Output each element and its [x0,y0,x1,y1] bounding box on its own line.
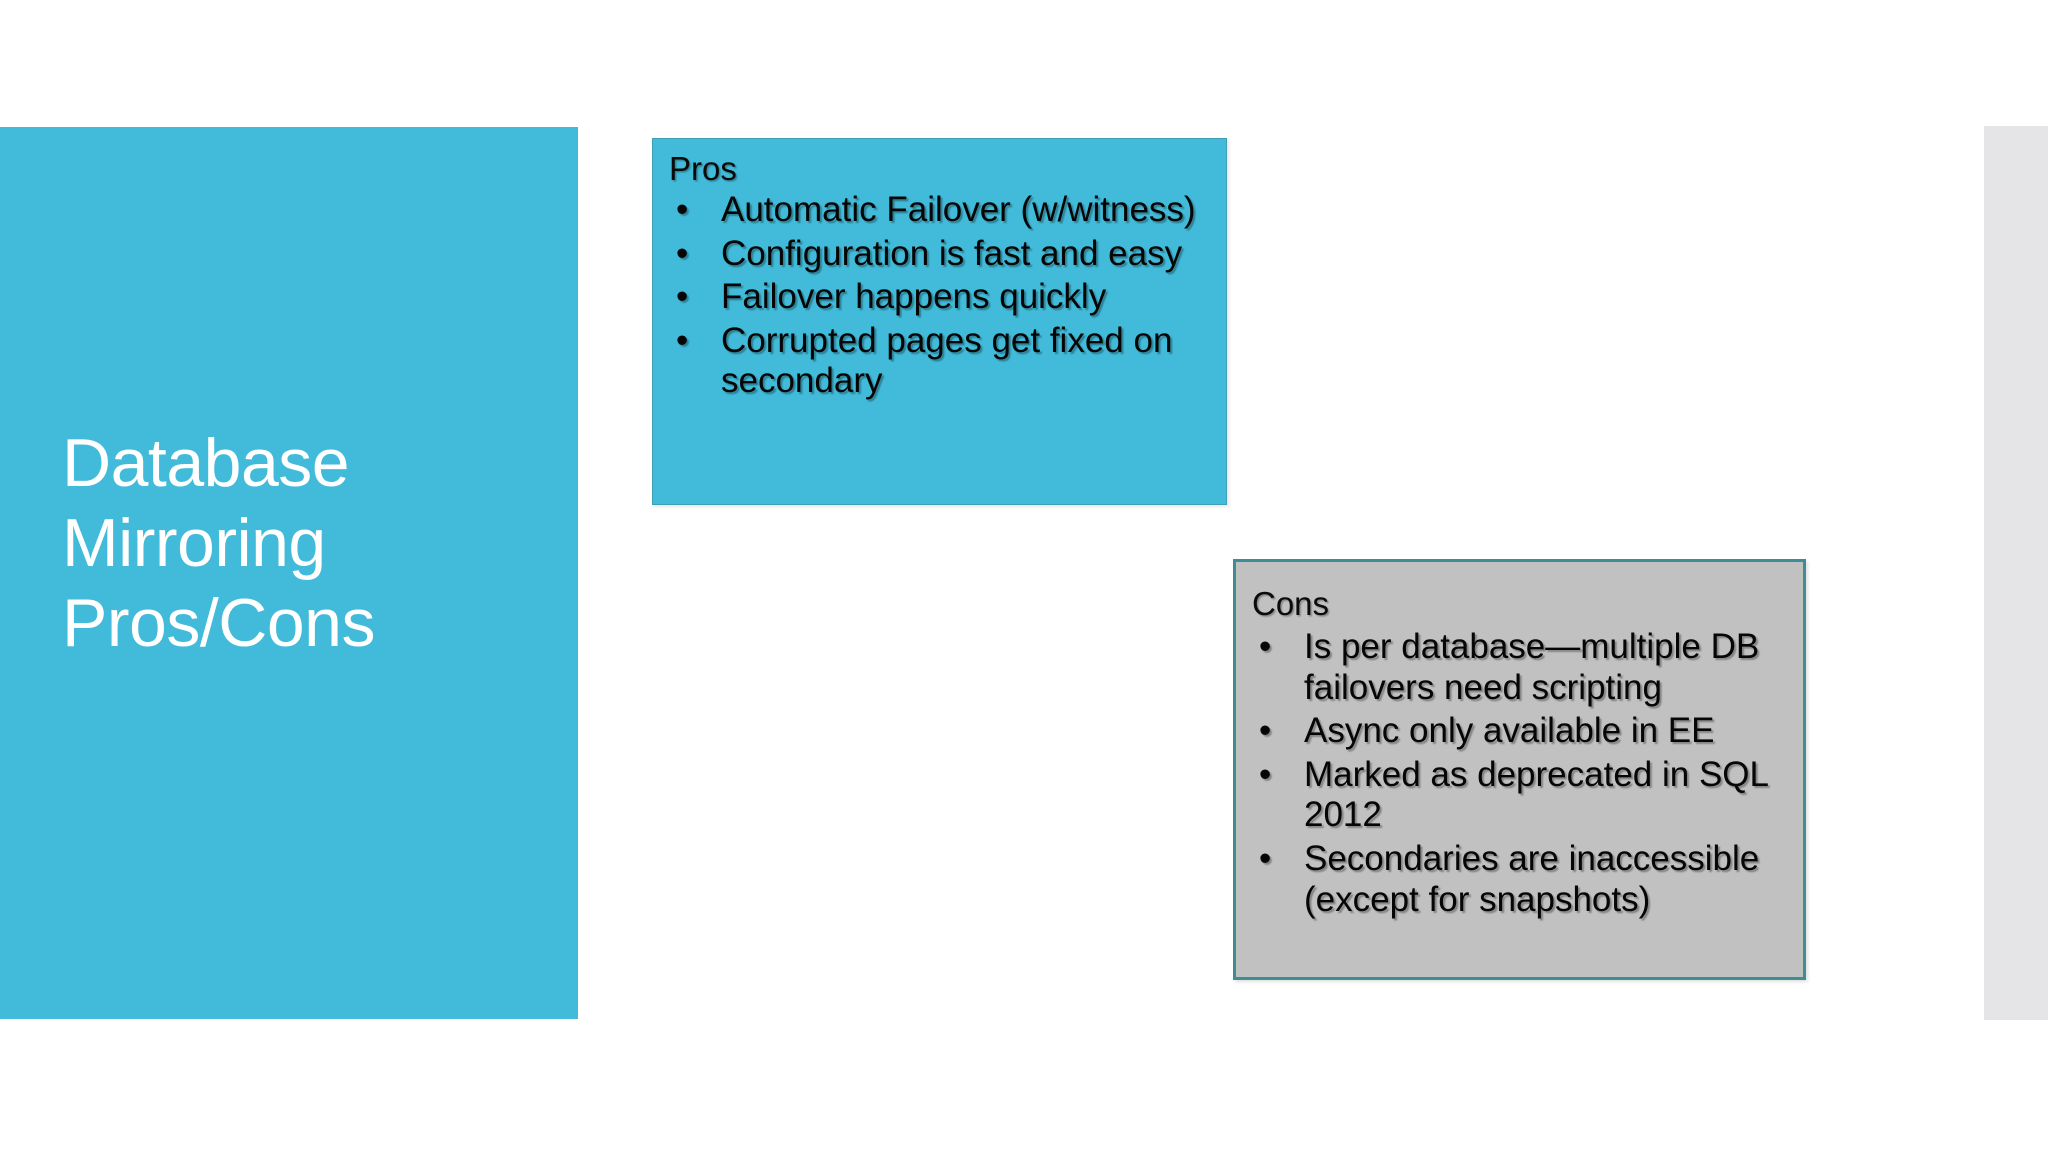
list-item-label: Secondaries are inaccessible (except for… [1304,838,1760,919]
list-item-label: Automatic Failover (w/witness) [721,189,1196,229]
pros-heading: Pros [669,150,737,187]
list-item-label: Marked as deprecated in SQL 2012 [1304,754,1768,835]
list-item-label: Failover happens quickly [721,277,1107,317]
right-edge-strip [1984,126,2048,1020]
bullet-icon: • [1259,711,1272,751]
list-item: • Configuration is fast and easy [669,234,1210,275]
page-title: Database Mirroring Pros/Cons [62,424,375,662]
list-item: • Is per database—multiple DB failovers … [1252,627,1787,708]
cons-bullet-list: • Is per database—multiple DB failovers … [1252,627,1787,920]
list-item-label: Is per database—multiple DB failovers ne… [1304,626,1760,707]
list-item: • Failover happens quickly [669,277,1210,318]
bullet-icon: • [1259,626,1272,666]
list-item: • Marked as deprecated in SQL 2012 [1252,755,1787,836]
bullet-icon: • [676,189,689,229]
bullet-icon: • [676,233,689,273]
list-item: • Async only available in EE [1252,711,1787,752]
bullet-icon: • [676,277,689,317]
pros-box: Pros • Automatic Failover (w/witness) • … [652,138,1227,505]
list-item: • Secondaries are inaccessible (except f… [1252,839,1787,920]
list-item-label: Corrupted pages get fixed on secondary [721,320,1173,401]
cons-box: Cons • Is per database—multiple DB failo… [1233,559,1806,980]
bullet-icon: • [1259,754,1272,794]
list-item-label: Configuration is fast and easy [721,233,1183,273]
pros-bullet-list: • Automatic Failover (w/witness) • Confi… [669,190,1210,402]
list-item: • Corrupted pages get fixed on secondary [669,321,1210,402]
list-item-label: Async only available in EE [1304,711,1715,751]
list-item: • Automatic Failover (w/witness) [669,190,1210,231]
title-panel: Database Mirroring Pros/Cons [0,127,578,1019]
bullet-icon: • [1259,838,1272,878]
cons-heading: Cons [1252,585,1330,622]
bullet-icon: • [676,320,689,360]
